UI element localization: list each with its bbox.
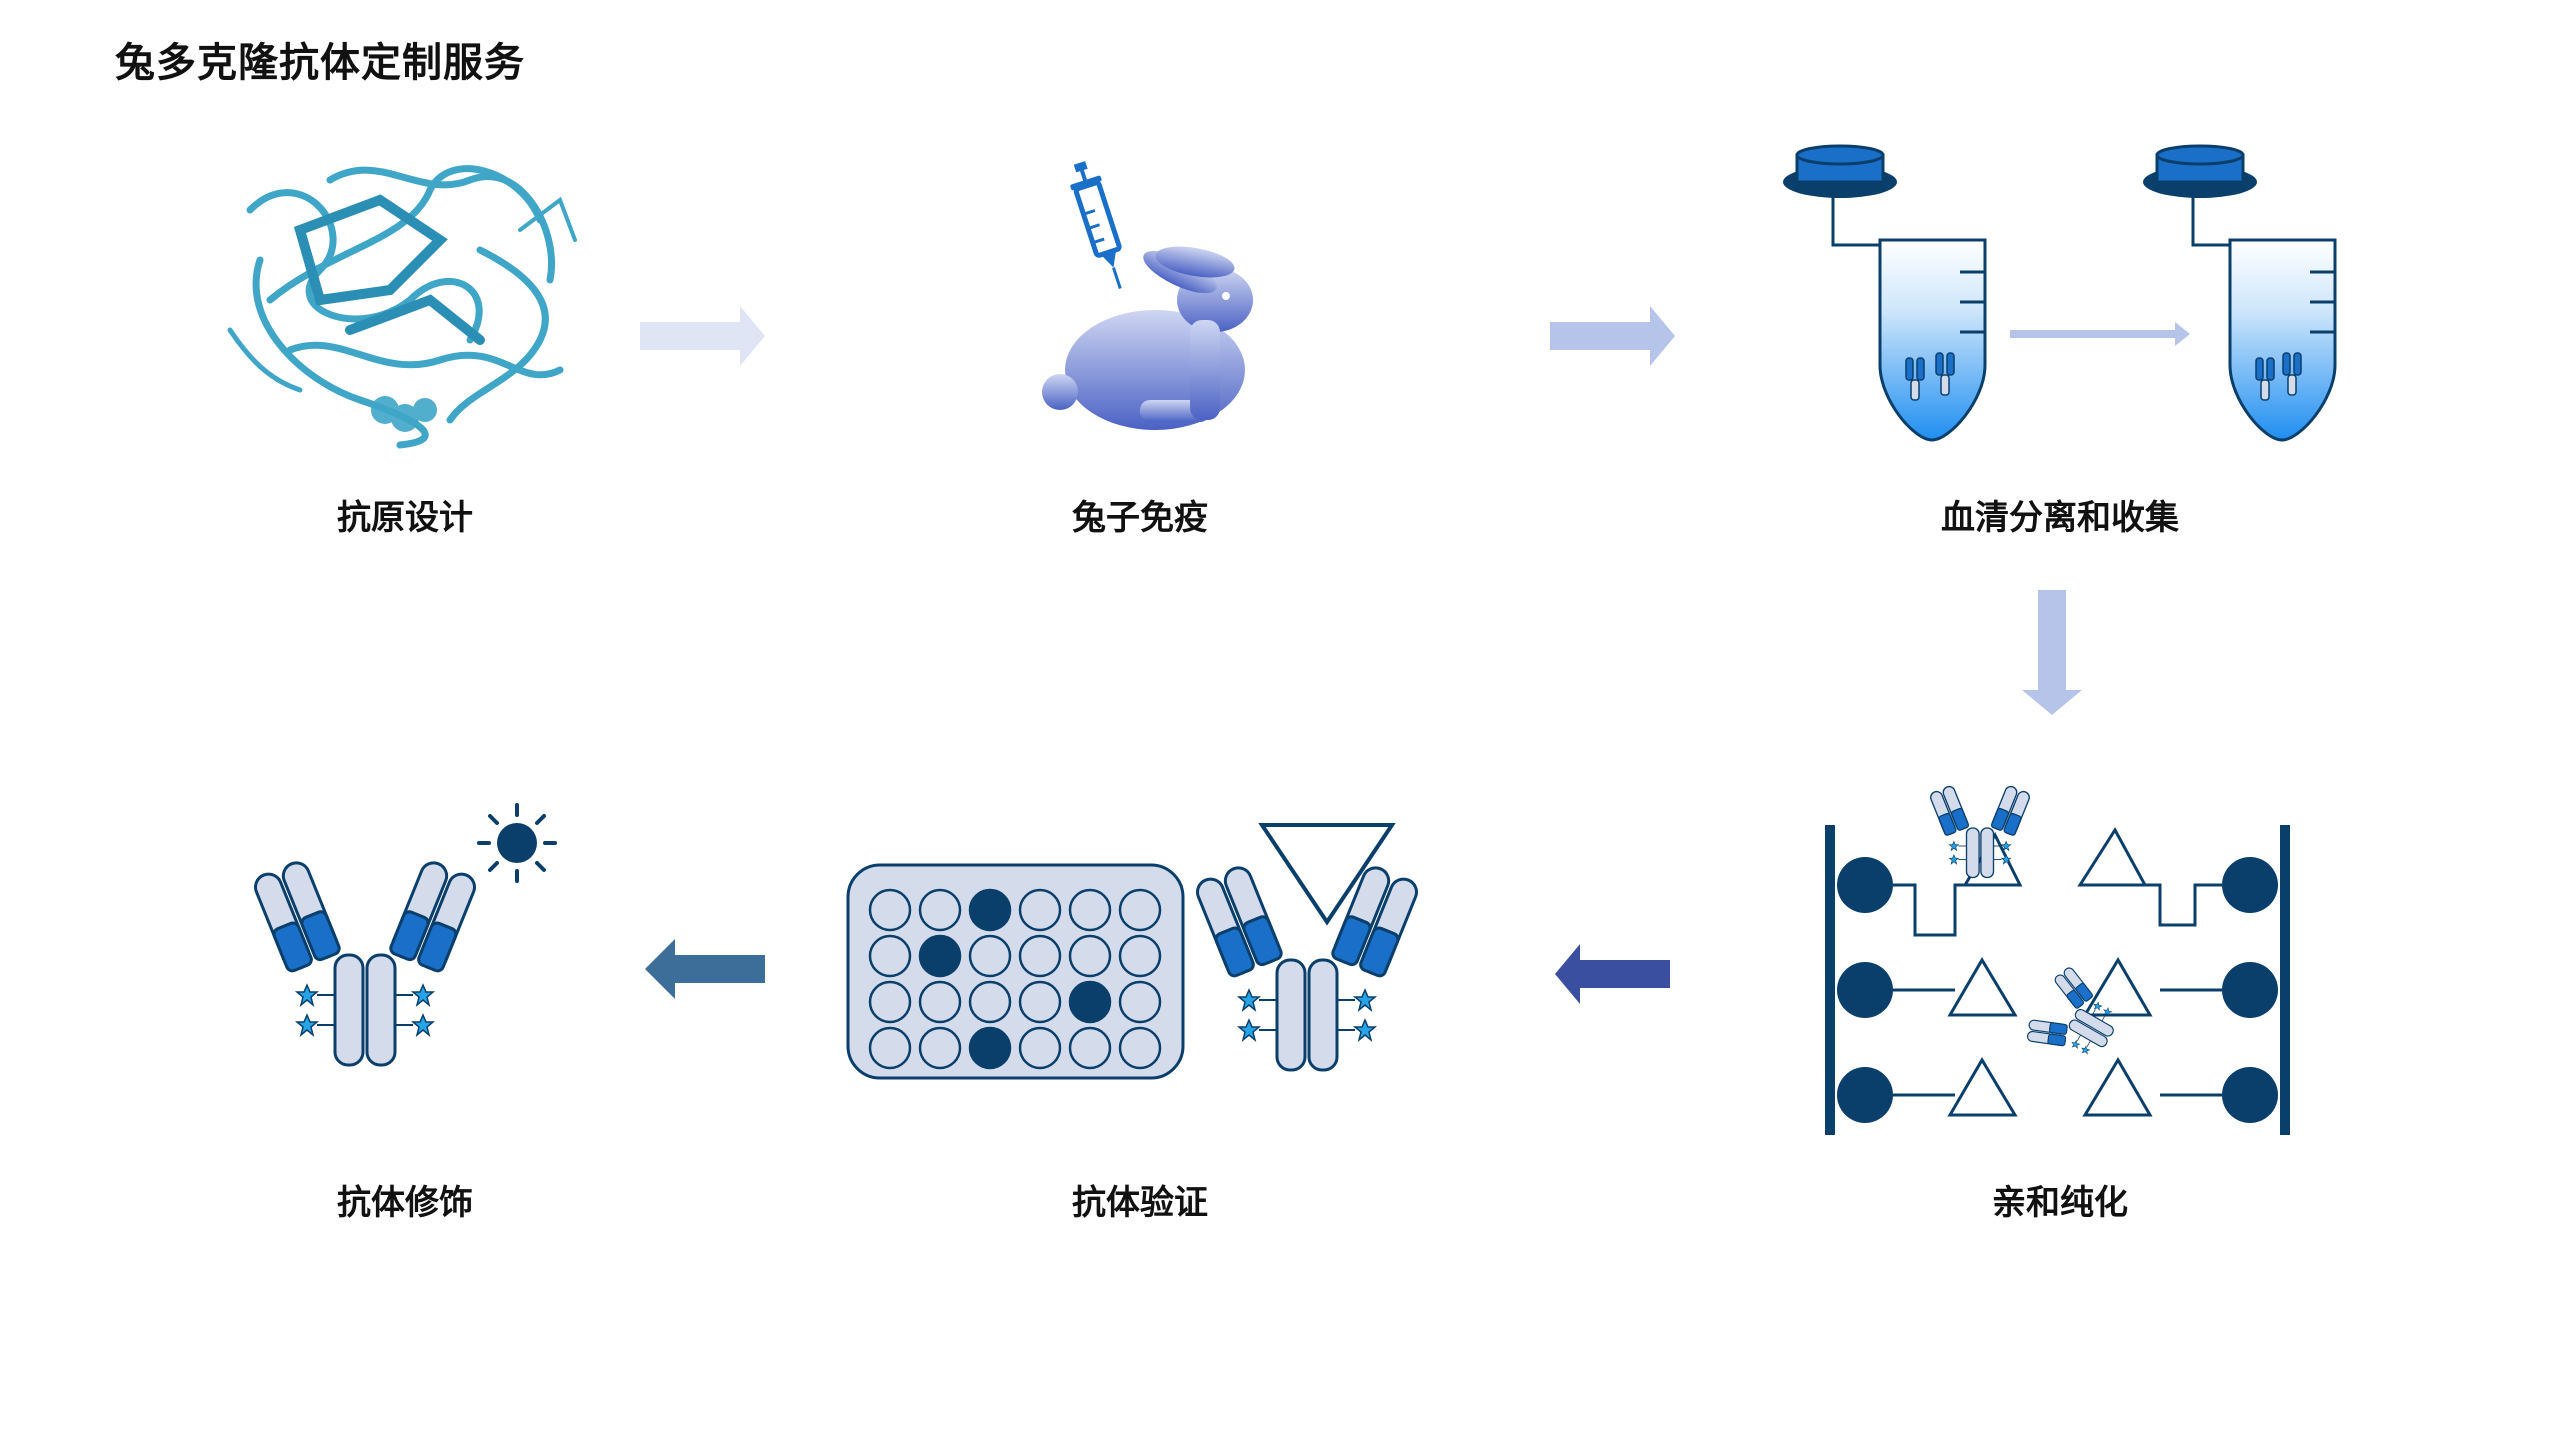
well-empty: [1068, 1026, 1112, 1070]
well-positive: [968, 888, 1012, 932]
step-label-antigen-design: 抗原设计: [337, 498, 473, 538]
well-empty: [1018, 1026, 1062, 1070]
well-empty: [1118, 980, 1162, 1024]
arrow-right-icon: [640, 306, 765, 366]
antibody-modification-icon: [252, 859, 479, 1065]
affinity-column-icon: [1825, 785, 2290, 1135]
well-empty: [968, 980, 1012, 1024]
well-positive: [1068, 980, 1112, 1024]
well-empty: [918, 980, 962, 1024]
well-empty: [1118, 888, 1162, 932]
antigen-triangle-icon: [1258, 823, 1396, 926]
syringe-icon: [1070, 161, 1122, 289]
well-positive: [968, 1026, 1012, 1070]
well-empty: [1018, 934, 1062, 978]
well-empty: [868, 934, 912, 978]
well-empty: [1118, 934, 1162, 978]
protein-helix-icon: [371, 396, 437, 432]
well-positive: [918, 934, 962, 978]
well-empty: [918, 1026, 962, 1070]
arrow-right-icon: [2010, 322, 2190, 346]
protein-structure-icon: [227, 165, 577, 449]
step-label-rabbit-immunization: 兔子免疫: [1072, 498, 1208, 538]
page-title: 兔多克隆抗体定制服务: [115, 40, 525, 86]
well-empty: [1118, 1026, 1162, 1070]
well-empty: [868, 1026, 912, 1070]
well-empty: [1018, 888, 1062, 932]
step-label-antibody-modification: 抗体修饰: [337, 1183, 473, 1223]
well-empty: [868, 980, 912, 1024]
arrow-down-icon: [2022, 590, 2082, 715]
well-empty: [968, 934, 1012, 978]
step-label-antibody-validation: 抗体验证: [1072, 1183, 1208, 1223]
step-label-serum-collection: 血清分离和收集: [1941, 498, 2179, 538]
tube-left-icon: [1783, 144, 1987, 442]
step-label-affinity-purification: 亲和纯化: [1992, 1183, 2128, 1223]
rabbit-eye: [1222, 292, 1230, 300]
rabbit-icon: [1042, 246, 1253, 430]
tube-right-icon: [2143, 144, 2337, 442]
well-empty: [1068, 888, 1112, 932]
well-empty: [1018, 980, 1062, 1024]
sun-label-icon: [477, 803, 557, 883]
well-empty: [868, 888, 912, 932]
arrow-left-icon: [1555, 944, 1670, 1004]
well-empty: [1068, 934, 1112, 978]
well-empty: [918, 888, 962, 932]
arrow-left-icon: [645, 939, 765, 999]
wells: [868, 888, 1162, 1070]
arrow-right-icon: [1550, 306, 1675, 366]
